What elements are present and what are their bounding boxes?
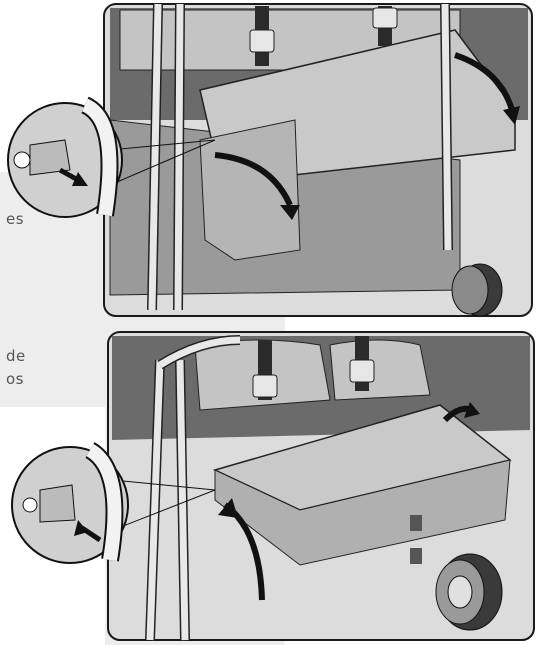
cropped-text-fragment-3: os	[6, 370, 24, 388]
cropped-text-fragment-1: es	[6, 210, 25, 228]
cropped-text-fragment-2: de	[6, 347, 26, 365]
arrow-curved-down-icon	[214, 152, 293, 207]
arrow-curved-down-icon	[454, 52, 515, 111]
